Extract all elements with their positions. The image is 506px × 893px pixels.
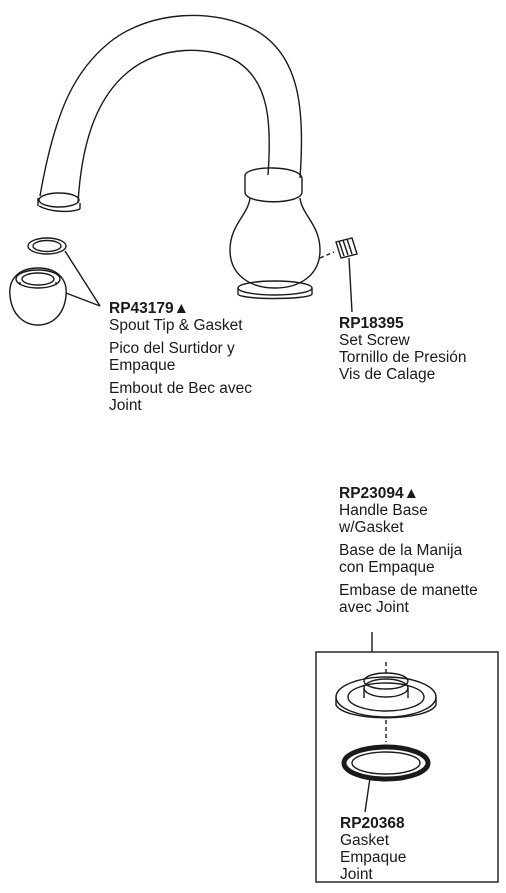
set-screw-illustration <box>335 237 358 259</box>
spout-illustration <box>37 14 303 213</box>
handle-base-desc-es-1: Base de la Manija <box>339 542 463 559</box>
spout-tip-illustration <box>9 267 67 326</box>
handle-base-desc-en-2: w/Gasket <box>339 519 404 536</box>
spout-tip-desc-es-1: Pico del Surtidor y <box>109 340 235 357</box>
spout-tip-label: RP43179▲ Spout Tip & Gasket Pico del Sur… <box>109 300 252 414</box>
handle-gasket-illustration <box>341 744 431 782</box>
set-screw-part-number: RP18395 <box>339 315 404 332</box>
set-screw-desc-fr: Vis de Calage <box>339 366 436 383</box>
handle-base-desc-fr-1: Embase de manette <box>339 582 478 599</box>
gasket-part-number: RP20368 <box>340 815 405 832</box>
handle-base-desc-fr-2: avec Joint <box>339 599 409 616</box>
spout-tip-part-number: RP43179▲ <box>109 300 189 317</box>
set-screw-desc-es: Tornillo de Presión <box>339 349 467 366</box>
spout-tip-desc-fr-1: Embout de Bec avec <box>109 380 253 397</box>
spout-tip-desc-fr-2: Joint <box>109 397 142 414</box>
spout-base-illustration <box>229 167 321 300</box>
handle-base-part-number: RP23094▲ <box>339 485 419 502</box>
spout-tip-desc-en: Spout Tip & Gasket <box>109 317 243 334</box>
gasket-desc-fr: Joint <box>340 866 373 883</box>
set-screw-desc-en: Set Screw <box>339 332 410 349</box>
set-screw-label: RP18395 Set Screw Tornillo de Presión Vi… <box>339 315 467 383</box>
handle-base-label: RP23094▲ Handle Base w/Gasket Base de la… <box>339 485 478 616</box>
spout-tip-desc-es-2: Empaque <box>109 357 176 374</box>
handle-base-illustration <box>335 672 437 719</box>
handle-base-desc-es-2: con Empaque <box>339 559 435 576</box>
handle-base-desc-en-1: Handle Base <box>339 502 428 519</box>
gasket-desc-es: Empaque <box>340 849 407 866</box>
gasket-desc-en: Gasket <box>340 832 390 849</box>
spout-gasket-illustration <box>27 237 67 255</box>
gasket-label: RP20368 Gasket Empaque Joint <box>340 815 406 883</box>
